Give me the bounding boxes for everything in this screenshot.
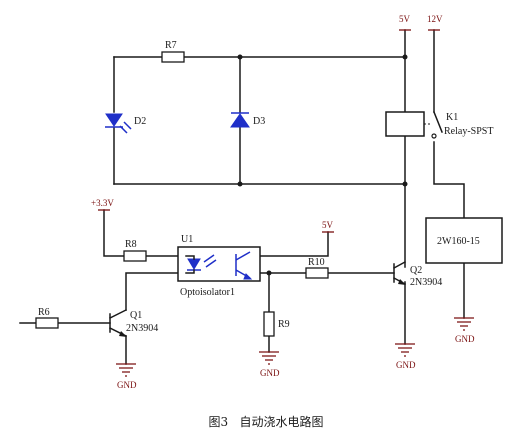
relay-k1-contact — [431, 133, 437, 139]
diode-d3-triangle — [230, 113, 250, 128]
figure-caption: 图3 自动浇水电路图 — [208, 414, 323, 429]
label-r6: R6 — [38, 307, 50, 318]
label-u1: U1 — [181, 234, 193, 245]
wire-opto-5v — [257, 231, 329, 257]
label-r9: R9 — [278, 319, 290, 330]
label-q1-type: 2N3904 — [126, 323, 158, 334]
labels: 5V 12V +3.3V 5V R7 R8 R10 R6 R9 D2 D3 K1… — [38, 14, 493, 429]
wire-12v-pump — [433, 29, 465, 219]
label-r7: R7 — [165, 40, 177, 51]
junction-dot — [402, 54, 408, 60]
q1-emitter-arrow-icon — [119, 331, 127, 337]
label-vcc12: 12V — [427, 14, 443, 24]
relay-k1 — [385, 111, 443, 139]
label-gnd-pump: GND — [455, 334, 475, 344]
label-q2: Q2 — [410, 265, 422, 276]
diode-d3 — [230, 112, 250, 128]
junction-dot — [237, 181, 243, 187]
components — [35, 51, 503, 338]
gnd-q2-symbol — [395, 343, 415, 357]
gnd-pump-symbol — [454, 317, 474, 331]
junction-dot — [237, 54, 243, 60]
led-d2-triangle — [105, 113, 123, 127]
opto-led-leads — [185, 255, 195, 274]
label-gnd-r9: GND — [260, 368, 280, 378]
junction-dot — [266, 270, 272, 276]
label-pump: 2W160-15 — [437, 236, 480, 247]
resistor-r6 — [35, 317, 59, 329]
optoisolator-u1 — [177, 246, 261, 282]
wire-r8 — [103, 209, 187, 257]
label-vcc5-mid: 5V — [322, 220, 334, 230]
label-k1: K1 — [446, 112, 458, 123]
label-d2: D2 — [134, 116, 146, 127]
label-d3: D3 — [253, 116, 265, 127]
transistor-q2 — [392, 260, 407, 286]
relay-k1-coil — [385, 111, 425, 137]
label-gnd-q1: GND — [117, 380, 137, 390]
resistor-r10 — [305, 267, 329, 279]
wire-opto-q1 — [125, 272, 181, 311]
label-q2-type: 2N3904 — [410, 277, 442, 288]
opto-light-arrows-icon — [203, 254, 217, 268]
q1-leads — [108, 308, 128, 338]
pump-box — [425, 217, 503, 264]
gnd-q1-symbol — [116, 363, 136, 377]
q2-emitter-arrow-icon — [398, 279, 406, 285]
label-u1-type: Optoisolator1 — [180, 287, 235, 298]
label-q1: Q1 — [130, 310, 142, 321]
wires — [19, 29, 465, 365]
label-r8: R8 — [125, 239, 137, 250]
led-d2 — [105, 113, 132, 134]
label-vcc33: +3.3V — [91, 198, 114, 208]
relay-k1-switch — [433, 111, 443, 133]
power-symbols — [98, 29, 474, 377]
opto-emitter-arrow-icon — [243, 273, 253, 280]
gnd-r9-symbol — [259, 351, 279, 365]
resistor-r9 — [263, 311, 275, 337]
junction-dot — [402, 181, 408, 187]
label-vcc5-top: 5V — [399, 14, 411, 24]
led-d2-rays-icon — [119, 121, 132, 134]
label-k1-type: Relay-SPST — [444, 126, 493, 137]
transistor-q1 — [108, 308, 128, 338]
label-r10: R10 — [308, 257, 325, 268]
resistor-r8 — [123, 250, 147, 262]
resistor-r7 — [161, 51, 185, 63]
label-gnd-q2: GND — [396, 360, 416, 370]
